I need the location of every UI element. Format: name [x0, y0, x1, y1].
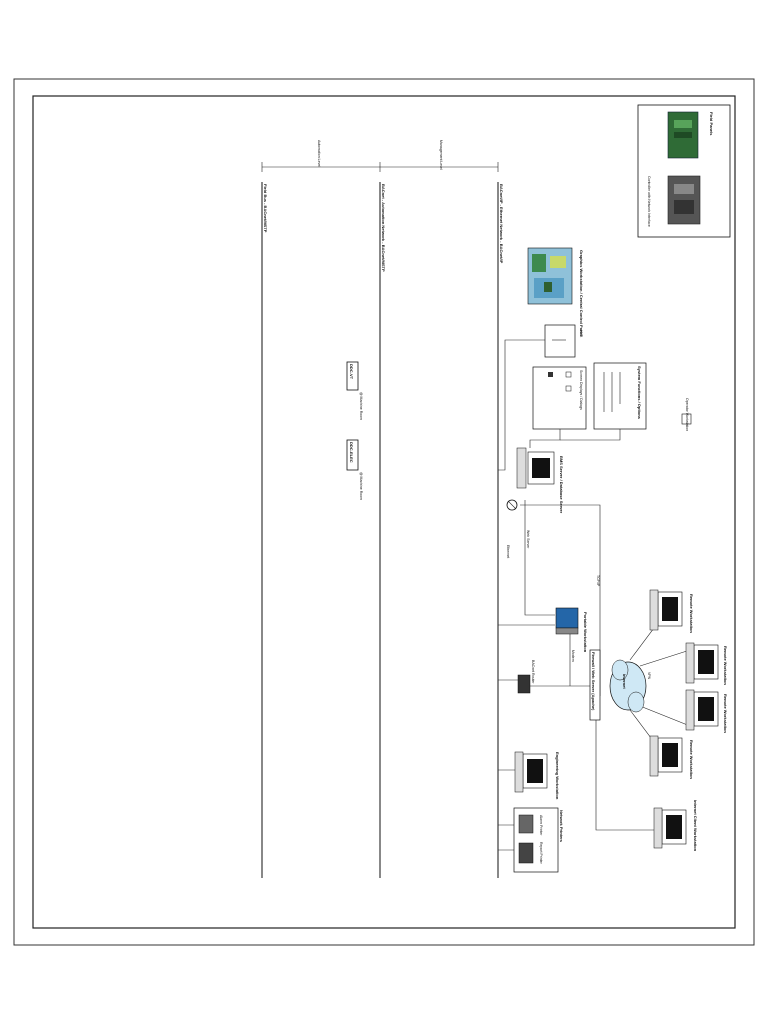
bus-lines: Field Bus - BACnet/MSTP BACnet - Automat…	[261, 182, 504, 878]
legend-label-controller: Controller with Network Interface	[647, 176, 651, 227]
ddc-elec-device: DDC-ELEC @ Machine Room	[346, 439, 363, 500]
graphics-workstation: Graphics Workstation / Central Control P…	[527, 247, 584, 336]
ethernet-label: Ethernet	[506, 545, 510, 558]
tcpip-label: TCP/IP	[596, 575, 600, 587]
remote-workstation-1: Remote Workstation	[649, 589, 694, 633]
engineering-workstation: Engineering Workstation	[514, 751, 560, 800]
router-device: BACnet Router	[517, 660, 535, 694]
bms-server-workstation: BMS Server / Database Server	[516, 447, 564, 514]
screen-display-box: HUB	[544, 324, 583, 358]
network-printers-box: Network Printers Alarm Printer Report Pr…	[513, 807, 564, 873]
client-workstation: Internet Client Workstation	[653, 800, 698, 852]
ddc-vt-tag: DDC-VT	[349, 364, 354, 380]
legend-label-field-panels: Field Panels	[709, 112, 714, 136]
screen-box-label: Screen Displays / Dialogs	[579, 370, 583, 410]
router-label: BACnet Router	[531, 660, 535, 684]
firewall-box: Firewall / Web Server (Apache)	[589, 649, 601, 721]
level-label-management: Management Level	[439, 140, 443, 170]
client-ws-label: Internet Client Workstation	[693, 800, 698, 852]
engineering-ws-label: Engineering Workstation	[555, 752, 560, 800]
ethernet-bus-label: BACnet/IP - Ethernet Network - BACnet/IP	[499, 184, 504, 264]
screen-dialogs-box: Screen Displays / Dialogs	[532, 366, 587, 430]
operator-indicator: Operator Workstation	[681, 398, 692, 431]
level-label-automation: Automation Level	[317, 140, 321, 167]
remote-workstation-2: Remote Workstation	[685, 642, 728, 685]
remote-workstation-3: Remote Workstation	[685, 689, 728, 733]
level-dimension-lines: Automation Level Management Level	[261, 140, 499, 172]
remote-ws-3-label: Remote Workstation	[723, 694, 728, 733]
functions-box: System Functions / Options	[593, 362, 647, 430]
functions-box-label: System Functions / Options	[637, 366, 642, 420]
graphics-label: Graphics Workstation / Central Control P…	[579, 250, 584, 336]
internet-cloud: Internet	[609, 659, 647, 713]
remote-ws-4-label: Remote Workstation	[689, 740, 694, 779]
vpn-label: VPN	[647, 672, 651, 680]
internet-label: Internet	[622, 674, 627, 689]
portable-workstation: Portable Workstation	[555, 607, 588, 653]
modem-label: Modem	[571, 650, 575, 662]
ddc-elec-desc: @ Machine Room	[359, 472, 363, 500]
firewall-label: Firewall / Web Server (Apache)	[591, 652, 596, 711]
printer-item-1: Alarm Printer	[539, 815, 543, 836]
ddc-vt-desc: @ Machine Room	[359, 392, 363, 420]
small-labels: Ethernet Web Server Modem TCP/IP VPN	[506, 530, 651, 680]
printer-icon	[518, 842, 534, 864]
legend-box: Field Panels Controller with Network Int…	[637, 104, 731, 238]
remote-ws-2-label: Remote Workstation	[723, 646, 728, 685]
printer-item-2: Report Printer	[539, 842, 543, 865]
printers-label: Network Printers	[559, 810, 564, 843]
inner-border	[32, 95, 736, 929]
ddc-elec-tag: DDC-ELEC	[349, 442, 354, 463]
remote-ws-1-label: Remote Workstation	[689, 594, 694, 633]
ddc-vt-device: DDC-VT @ Machine Room	[346, 361, 363, 420]
automation-bus-label: BACnet - Automation Network - BACnet/MST…	[381, 184, 386, 272]
bms-server-label: BMS Server / Database Server	[559, 456, 564, 514]
field-bus-label: Field Bus - BACnet/MSTP	[263, 184, 268, 233]
connection-lines	[498, 339, 691, 851]
printer-icon	[518, 814, 534, 834]
portable-label: Portable Workstation	[583, 612, 588, 653]
webserver-label: Web Server	[526, 530, 530, 549]
remote-workstation-4: Remote Workstation	[649, 735, 694, 779]
outer-border	[13, 78, 755, 946]
hub-label: HUB	[579, 330, 583, 338]
operator-label: Operator Workstation	[685, 398, 689, 431]
hub-icon	[506, 499, 518, 511]
